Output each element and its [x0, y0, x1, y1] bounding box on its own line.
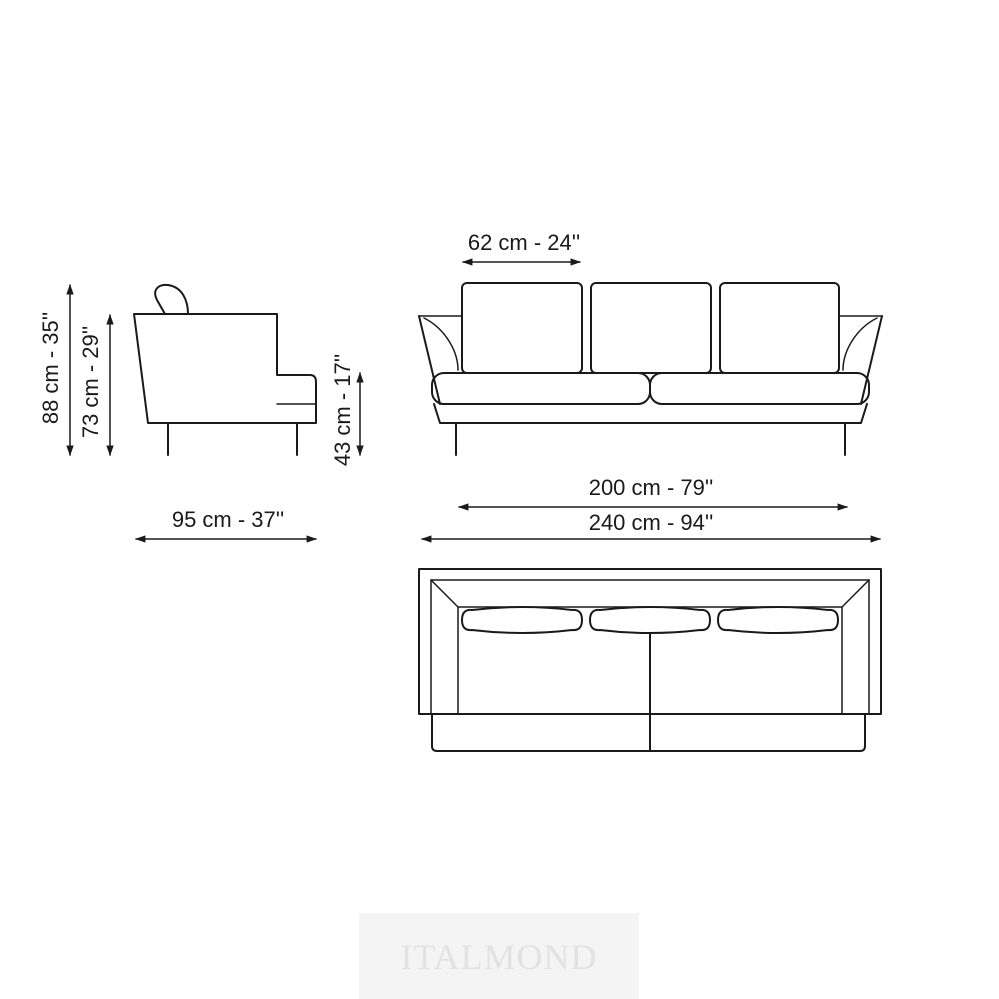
- front-view-right-arm: [860, 315, 883, 405]
- top-view: [418, 568, 882, 752]
- front-view-back-cushion-middle: [590, 282, 712, 374]
- top-view-pillow-right: [717, 606, 839, 634]
- front-view-back-cushion-right: [719, 282, 840, 374]
- front-view-right-arm-curve: [842, 317, 878, 371]
- watermark: ITALMOND: [359, 913, 639, 999]
- arm-height-label: 73 cm - 29'': [78, 326, 103, 438]
- front-view-seat-cushion-right: [649, 372, 870, 405]
- top-view-seat-front: [431, 713, 866, 752]
- top-view-pillow-middle: [589, 606, 711, 634]
- watermark-text: ITALMOND: [400, 937, 597, 977]
- depth-label: 95 cm - 37'': [172, 507, 284, 532]
- total-width-label: 240 cm - 94'': [589, 510, 714, 535]
- inner-width-label: 200 cm - 79'': [589, 475, 714, 500]
- top-view-right-arm-inner: [841, 579, 870, 715]
- front-view-base: [433, 403, 868, 424]
- front-view-left-arm: [418, 315, 441, 405]
- front-view: [418, 282, 883, 456]
- side-view-headrest: [154, 283, 189, 315]
- front-view-left-arm-curve: [423, 317, 459, 371]
- watermark-box: [359, 913, 639, 999]
- seat-height-label: 43 cm - 17'': [330, 354, 355, 466]
- side-view-body: [133, 313, 317, 424]
- total-height-label: 88 cm - 35'': [38, 312, 63, 424]
- front-view-seat-cushion-left: [431, 372, 651, 405]
- top-view-inner-frame: [430, 579, 870, 715]
- side-view: [133, 283, 317, 456]
- seat-width-label: 62 cm - 24'': [468, 230, 580, 255]
- front-view-back-cushion-left: [461, 282, 583, 374]
- top-view-left-arm-inner: [430, 579, 459, 715]
- top-view-pillow-left: [461, 606, 583, 634]
